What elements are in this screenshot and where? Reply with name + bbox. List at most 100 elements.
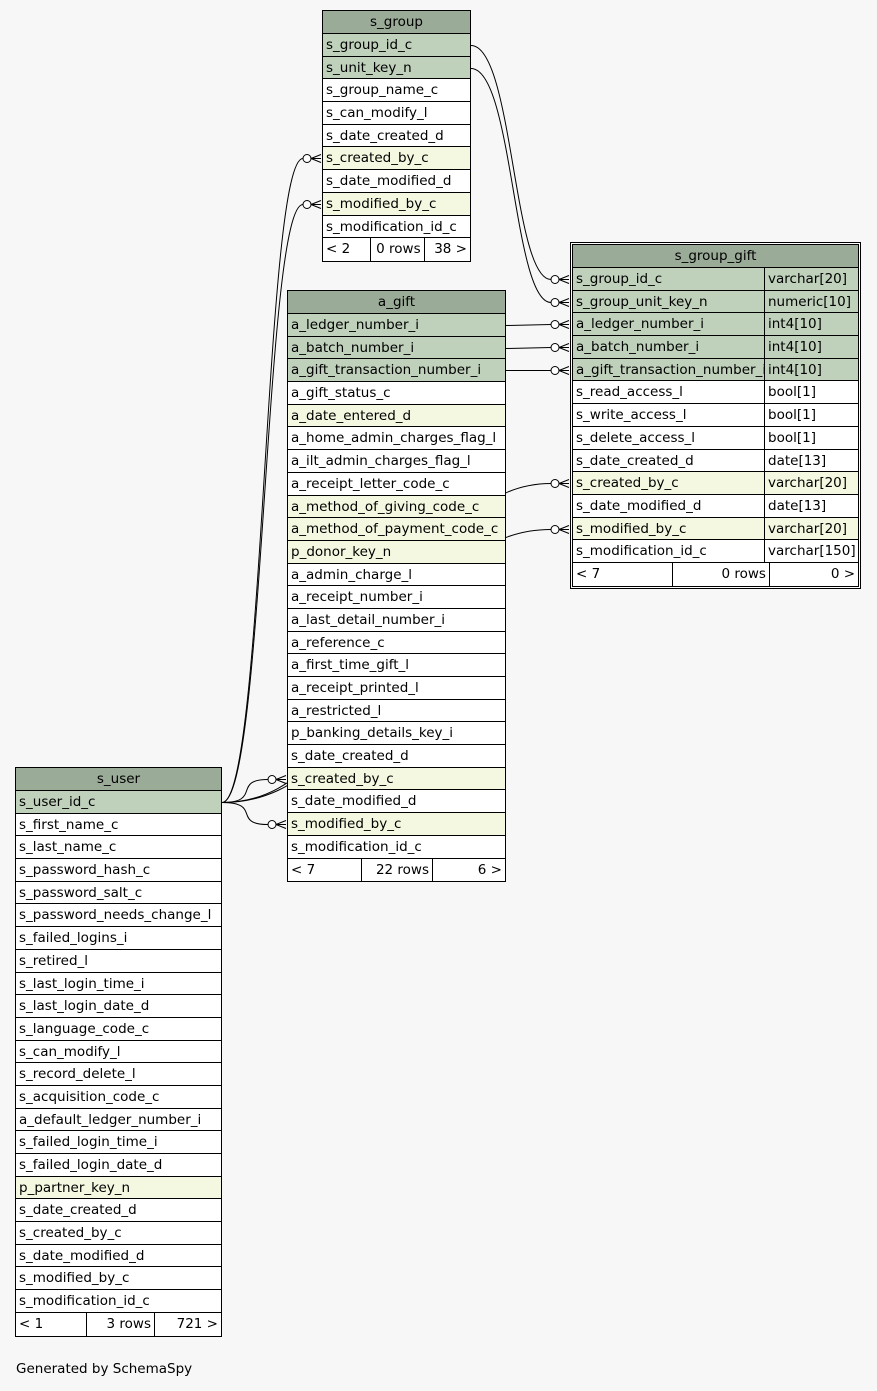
column-row-s-acquisition-code-c[interactable]: s_acquisition_code_c: [16, 1086, 221, 1109]
column-row-s-language-code-c[interactable]: s_language_code_c: [16, 1018, 221, 1041]
column-type: date[13]: [764, 494, 858, 517]
column-row-s-date-created-d[interactable]: s_date_created_d: [323, 125, 470, 148]
column-row-s-failed-login-time-i[interactable]: s_failed_login_time_i: [16, 1131, 221, 1154]
table-header[interactable]: s_group: [323, 11, 470, 34]
column-row-s-modification-id-c[interactable]: s_modification_id_c: [16, 1290, 221, 1313]
column-name: s_modification_id_c: [19, 1293, 150, 1310]
column-name: s_first_name_c: [19, 816, 119, 833]
column-row-s-modified-by-c[interactable]: s_modified_by_c: [16, 1267, 221, 1291]
column-name: s_password_hash_c: [19, 862, 151, 879]
column-row-s-date-created-d[interactable]: s_date_created_d: [288, 745, 505, 768]
column-row-s-created-by-c[interactable]: s_created_by_c: [323, 147, 470, 171]
table-header[interactable]: a_gift: [288, 291, 505, 314]
column-row-a-receipt-printed-l[interactable]: a_receipt_printed_l: [288, 677, 505, 700]
column-row-a-gift-transaction-number-i[interactable]: a_gift_transaction_number_i: [288, 359, 505, 383]
column-name: a_method_of_giving_code_c: [291, 498, 480, 515]
column-row-s-failed-logins-i[interactable]: s_failed_logins_i: [16, 927, 221, 950]
column-name: a_last_detail_number_i: [291, 611, 446, 628]
column-row-s-modified-by-c[interactable]: s_modified_by_c: [288, 813, 505, 836]
relationship-edge: [505, 324, 552, 326]
column-row-s-modification-id-c[interactable]: s_modification_id_c: [288, 836, 505, 859]
column-row-s-last-login-date-d[interactable]: s_last_login_date_d: [16, 995, 221, 1018]
column-row-s-modified-by-c[interactable]: s_modified_by_c: [323, 192, 470, 216]
column-row-a-default-ledger-number-i[interactable]: a_default_ledger_number_i: [16, 1109, 221, 1132]
column-row-a-method-of-payment-code-c[interactable]: a_method_of_payment_code_c: [288, 518, 505, 541]
crowfoot-marker: [310, 154, 322, 163]
column-row-s-created-by-c[interactable]: s_created_by_c: [288, 767, 505, 791]
column-row-s-group-id-c[interactable]: s_group_id_c: [323, 34, 470, 57]
crowfoot-marker: [310, 200, 322, 209]
column-name: a_receipt_printed_l: [291, 680, 419, 696]
table-header[interactable]: s_group_gift: [573, 245, 858, 268]
column-name: s_failed_login_date_d: [19, 1157, 163, 1173]
column-row-a-receipt-number-i[interactable]: a_receipt_number_i: [288, 586, 505, 609]
column-name: s_created_by_c: [19, 1225, 122, 1242]
column-row-a-ledger-number-i[interactable]: a_ledger_number_i: [288, 314, 505, 337]
column-name: p_banking_details_key_i: [291, 725, 454, 742]
column-row-p-partner-key-n[interactable]: p_partner_key_n: [16, 1176, 221, 1200]
zero-cardinality-marker: [550, 366, 560, 375]
column-row-s-record-delete-l[interactable]: s_record_delete_l: [16, 1063, 221, 1086]
column-row-s-first-name-c[interactable]: s_first_name_c: [16, 814, 221, 837]
crowfoot-marker: [558, 298, 570, 307]
crowfoot-marker: [558, 366, 570, 375]
column-row-s-modification-id-c[interactable]: s_modification_id_c: [323, 216, 470, 239]
table-header[interactable]: s_user: [16, 768, 221, 791]
column-row-s-group-name-c[interactable]: s_group_name_c: [323, 79, 470, 103]
column-row-a-admin-charge-l[interactable]: a_admin_charge_l: [288, 564, 505, 587]
column-row-a-receipt-letter-code-c[interactable]: a_receipt_letter_code_c: [288, 473, 505, 496]
column-row-s-date-modified-d[interactable]: s_date_modified_d: [323, 170, 470, 193]
column-row-s-password-needs-change-l[interactable]: s_password_needs_change_l: [16, 904, 221, 928]
column-row-s-failed-login-date-d[interactable]: s_failed_login_date_d: [16, 1154, 221, 1177]
column-row-p-donor-key-n[interactable]: p_donor_key_n: [288, 540, 505, 564]
column-row-s-date-modified-d[interactable]: s_date_modified_d: [288, 790, 505, 814]
column-name: s_group_name_c: [326, 82, 439, 99]
crowfoot-marker: [558, 320, 570, 329]
column-row-s-unit-key-n[interactable]: s_unit_key_n: [323, 56, 470, 80]
column-row-a-date-entered-d[interactable]: a_date_entered_d: [288, 404, 505, 428]
column-name: s_date_created_d: [19, 1202, 137, 1219]
column-row-a-first-time-gift-l[interactable]: a_first_time_gift_l: [288, 654, 505, 677]
column-row-s-password-salt-c[interactable]: s_password_salt_c: [16, 882, 221, 905]
column-row-s-date-created-d[interactable]: s_date_created_d: [16, 1199, 221, 1223]
column-row-s-user-id-c[interactable]: s_user_id_c: [16, 791, 221, 814]
column-row-s-created-by-c[interactable]: s_created_by_c: [16, 1222, 221, 1245]
column-row-s-retired-l[interactable]: s_retired_l: [16, 950, 221, 973]
column-row-a-last-detail-number-i[interactable]: a_last_detail_number_i: [288, 609, 505, 632]
column-row-a-gift-status-c[interactable]: a_gift_status_c: [288, 382, 505, 405]
column-row-a-home-admin-charges-flag-l[interactable]: a_home_admin_charges_flag_l: [288, 427, 505, 451]
column-row-a-method-of-giving-code-c[interactable]: a_method_of_giving_code_c: [288, 495, 505, 519]
column-type: varchar[20]: [764, 517, 858, 540]
column-row-p-banking-details-key-i[interactable]: p_banking_details_key_i: [288, 722, 505, 746]
column-row-s-last-login-time-i[interactable]: s_last_login_time_i: [16, 973, 221, 996]
column-row-s-date-modified-d[interactable]: s_date_modified_d: [16, 1245, 221, 1268]
column-row-a-reference-c[interactable]: a_reference_c: [288, 632, 505, 655]
column-row-s-last-name-c[interactable]: s_last_name_c: [16, 836, 221, 860]
column-row-a-restricted-l[interactable]: a_restricted_l: [288, 700, 505, 723]
parent-count: < 2: [326, 241, 351, 258]
column-row-a-batch-number-i[interactable]: a_batch_number_i: [288, 336, 505, 360]
column-row-s-can-modify-l[interactable]: s_can_modify_l: [16, 1041, 221, 1064]
column-row-a-ilt-admin-charges-flag-l[interactable]: a_ilt_admin_charges_flag_l: [288, 450, 505, 473]
column-row-s-password-hash-c[interactable]: s_password_hash_c: [16, 859, 221, 882]
column-row-s-can-modify-l[interactable]: s_can_modify_l: [323, 102, 470, 125]
